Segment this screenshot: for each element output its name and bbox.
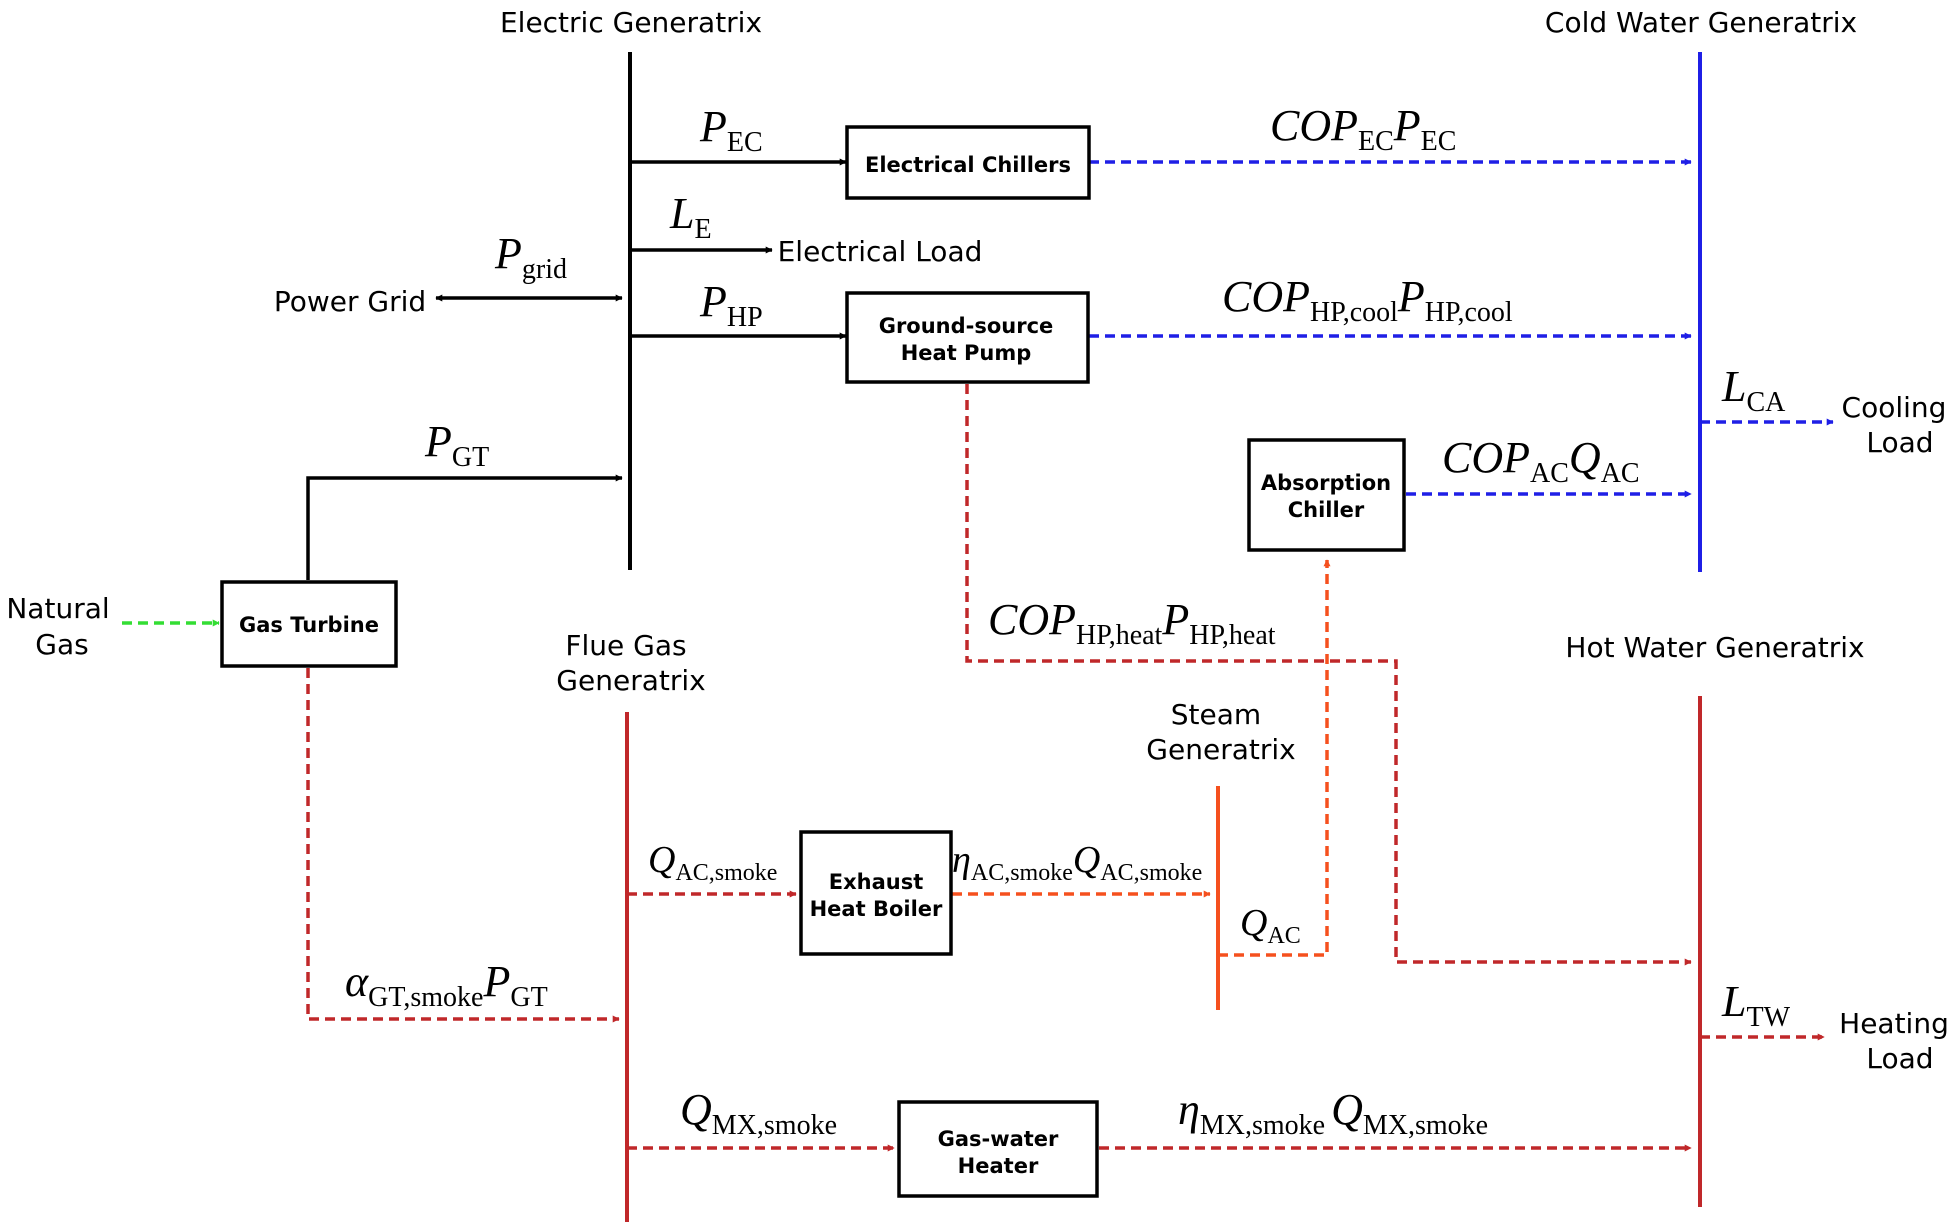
eta-ac-smoke-label: ηAC,smokeQAC,smoke — [952, 839, 1202, 886]
natural-gas-label-1: Natural — [6, 592, 109, 625]
steam-to-ac-arrow — [1218, 559, 1331, 957]
cop-ac-q-ac-label: COPACQAC — [1442, 433, 1640, 489]
flue-gas-generatrix-label-2: Generatrix — [556, 664, 705, 697]
l-ca-label: LCA — [1721, 362, 1786, 418]
gas-turbine-box[interactable]: Gas Turbine — [220, 580, 398, 668]
cop-ec-p-ec-label: COPECPEC — [1270, 101, 1456, 157]
exhaust-heat-boiler-box[interactable]: Exhaust Heat Boiler — [799, 830, 953, 956]
exhaust-heat-boiler-label-1: Exhaust — [829, 870, 924, 894]
electric-generatrix-label: Electric Generatrix — [500, 6, 762, 39]
gas-water-heater-label-1: Gas-water — [938, 1127, 1059, 1151]
absorption-chiller-label-2: Chiller — [1288, 498, 1365, 522]
ground-source-heat-pump-box[interactable]: Ground-source Heat Pump — [845, 291, 1090, 384]
gas-turbine-label: Gas Turbine — [239, 613, 379, 637]
electrical-chillers-box[interactable]: Electrical Chillers — [845, 125, 1091, 200]
electrical-load-label: Electrical Load — [778, 235, 983, 268]
gas-water-heater-box[interactable]: Gas-water Heater — [897, 1100, 1099, 1198]
power-grid-label: Power Grid — [274, 285, 426, 318]
cop-hp-heat-label: COPHP,heatPHP,heat — [988, 595, 1276, 651]
l-tw-label: LTW — [1721, 977, 1791, 1033]
p-hp-label: PHP — [699, 277, 763, 333]
q-mx-smoke-label: QMX,smoke — [680, 1085, 837, 1141]
cooling-load-label-2: Load — [1866, 426, 1933, 459]
p-ec-label: PEC — [699, 102, 763, 158]
cooling-load-label-1: Cooling — [1842, 391, 1947, 424]
steam-generatrix-label-1: Steam — [1171, 698, 1261, 731]
gas-water-heater-label-2: Heater — [958, 1154, 1039, 1178]
heating-load-label-1: Heating — [1839, 1007, 1949, 1040]
heating-load-label-2: Load — [1866, 1042, 1933, 1075]
l-e-label: LE — [669, 189, 712, 245]
absorption-chiller-label-1: Absorption — [1261, 471, 1391, 495]
natural-gas-label-2: Gas — [35, 628, 88, 661]
cold-water-generatrix-label: Cold Water Generatrix — [1545, 6, 1857, 39]
p-grid-label: Pgrid — [494, 229, 567, 285]
hot-water-generatrix-label: Hot Water Generatrix — [1565, 631, 1864, 664]
hp-heat-to-hot-arrow — [965, 384, 1692, 966]
cop-hp-cool-label: COPHP,coolPHP,cool — [1222, 272, 1513, 328]
ground-source-heat-pump-label-2: Heat Pump — [901, 341, 1032, 365]
gt-to-flue-arrow — [306, 668, 620, 1023]
p-gt-arrow — [306, 474, 623, 580]
q-ac-label: QAC — [1240, 902, 1301, 949]
q-ac-smoke-label: QAC,smoke — [648, 839, 777, 886]
exhaust-heat-boiler-label-2: Heat Boiler — [810, 897, 943, 921]
alpha-gt-smoke-label: αGT,smokePGT — [345, 957, 548, 1013]
electrical-chillers-label: Electrical Chillers — [865, 153, 1071, 177]
ground-source-heat-pump-label-1: Ground-source — [879, 314, 1054, 338]
p-gt-label: PGT — [424, 417, 489, 473]
steam-generatrix-label-2: Generatrix — [1146, 733, 1295, 766]
absorption-chiller-box[interactable]: Absorption Chiller — [1247, 438, 1406, 552]
flue-gas-generatrix-label-1: Flue Gas — [565, 629, 686, 662]
